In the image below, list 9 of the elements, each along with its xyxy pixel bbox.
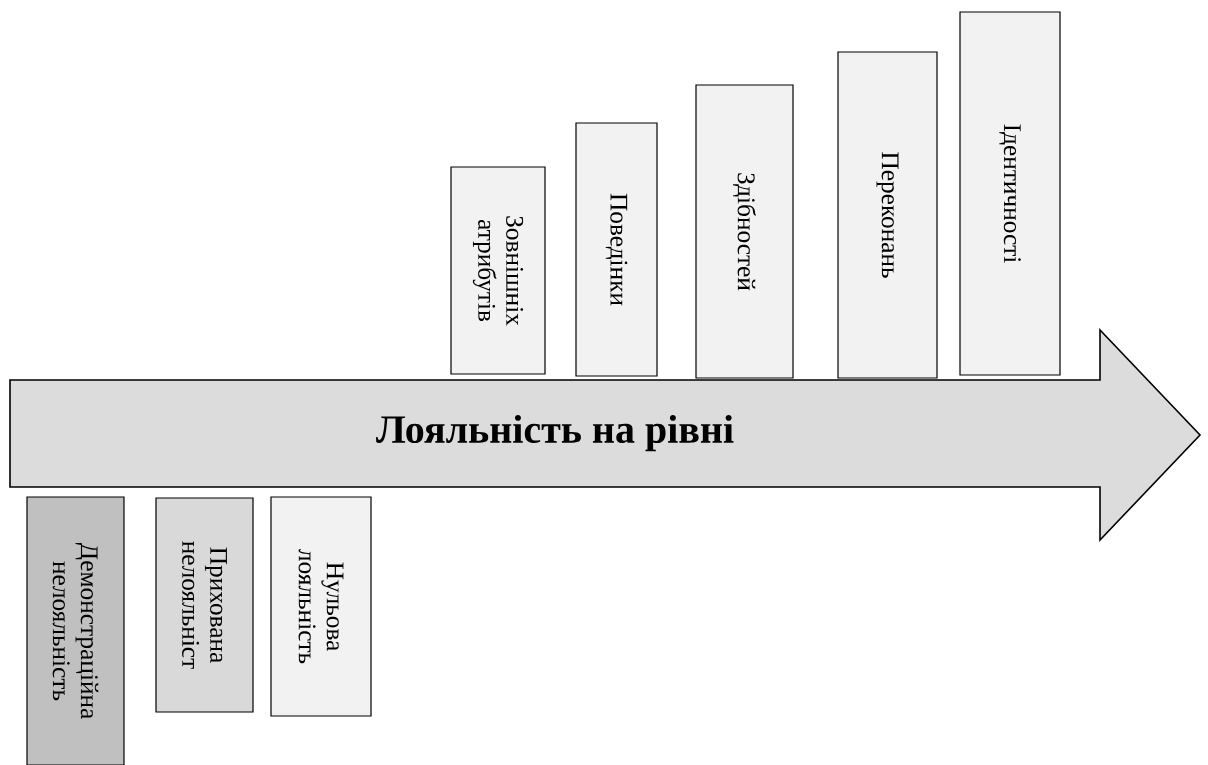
level-box: Переконань <box>837 51 938 379</box>
level-box: Здібностей <box>695 84 794 379</box>
level-box: Прихована нелояльніст <box>155 497 254 713</box>
level-box: Поведінки <box>575 122 658 377</box>
level-box: Зовнішніх атрибутів <box>450 166 546 375</box>
arrow-band: Лояльність на рівні <box>9 328 1202 542</box>
level-box: Нульова лояльність <box>270 496 372 717</box>
level-box: Ідентичності <box>959 11 1061 376</box>
level-box: Демонстраційна нелояльність <box>26 496 125 765</box>
